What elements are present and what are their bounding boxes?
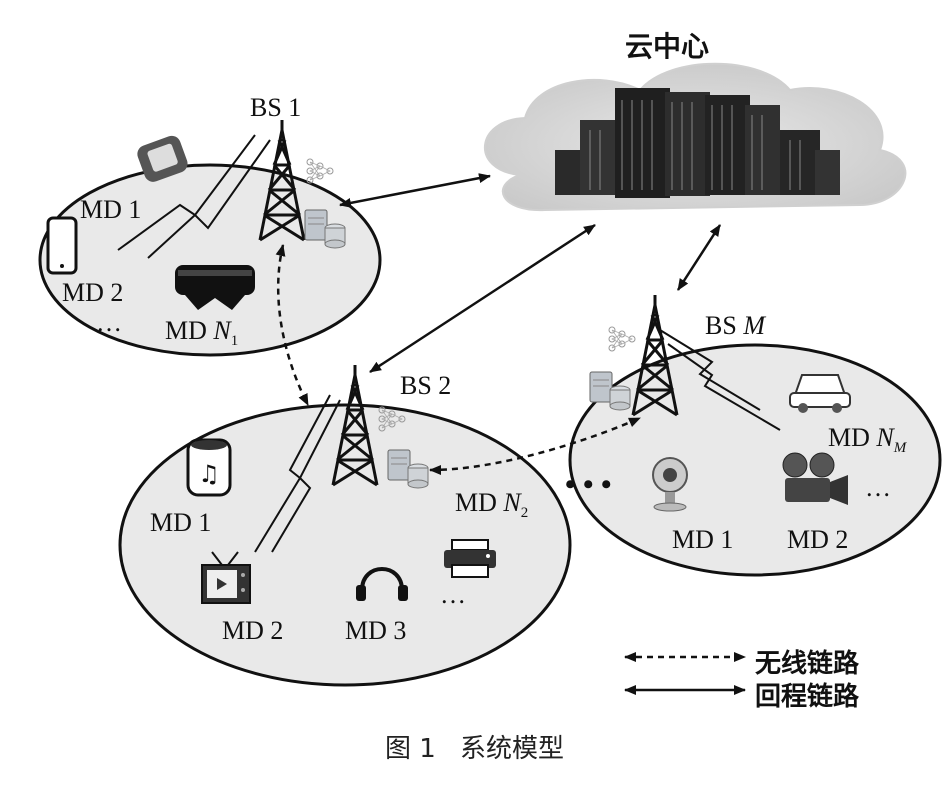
figure-caption: 图 1 系统模型 xyxy=(0,728,949,765)
wireless-signal-icon xyxy=(659,329,781,431)
figure-title: 系统模型 xyxy=(460,734,565,764)
backhaul-links xyxy=(339,173,722,374)
bs2-md1-label: MD 1 xyxy=(150,508,212,537)
cell-bs2: ♫ xyxy=(118,363,572,687)
wireless-links xyxy=(275,244,641,475)
car-icon xyxy=(789,374,851,413)
bs1-label: BS 1 xyxy=(250,93,302,122)
bsm-label: BS M xyxy=(705,311,765,340)
bsm-md2-label: MD 2 xyxy=(787,525,849,554)
svg-text:♫: ♫ xyxy=(198,460,220,488)
neural-network-icon xyxy=(608,326,636,352)
printer-icon xyxy=(444,539,496,578)
cloud-label: 云中心 xyxy=(625,30,709,63)
cell-bsm xyxy=(568,293,942,577)
legend xyxy=(624,652,746,695)
bs2-ellipsis: … xyxy=(440,580,466,609)
legend-backhaul-label: 回程链路 xyxy=(755,682,860,712)
television-icon xyxy=(201,551,251,604)
bs1-mdn1-label: MD N1 xyxy=(165,316,239,349)
headphones-icon xyxy=(356,567,408,601)
bs2-md2-label: MD 2 xyxy=(222,616,284,645)
smartwatch-icon xyxy=(137,135,188,182)
bs1-md1-label: MD 1 xyxy=(80,195,142,224)
projector-icon xyxy=(782,452,848,505)
bs1-ellipsis: … xyxy=(96,308,122,337)
bs2-md3-label: MD 3 xyxy=(345,616,407,645)
bsm-mdnm-label: MD NM xyxy=(828,423,907,456)
bsm-ellipsis: … xyxy=(865,473,891,502)
wireless-signal-icon xyxy=(117,134,271,259)
neural-network-icon xyxy=(306,158,334,184)
smartphone-icon xyxy=(46,216,78,275)
smart-speaker-icon: ♫ xyxy=(186,438,232,497)
bs1-md2-label: MD 2 xyxy=(62,278,124,307)
cloud-center xyxy=(483,62,907,212)
cells-continuation-dots: • • • xyxy=(565,468,612,501)
legend-wireless-label: 无线链路 xyxy=(755,649,860,679)
camera-icon xyxy=(652,457,688,512)
vr-headset-icon xyxy=(175,265,255,310)
bs2-mdn2-label: MD N2 xyxy=(455,488,529,521)
bsm-md1-label: MD 1 xyxy=(672,525,734,554)
wireless-signal-icon xyxy=(254,394,341,553)
datacenter-servers-icon xyxy=(555,88,840,198)
bs2-label: BS 2 xyxy=(400,371,452,400)
figure-number: 图 1 xyxy=(384,734,436,764)
